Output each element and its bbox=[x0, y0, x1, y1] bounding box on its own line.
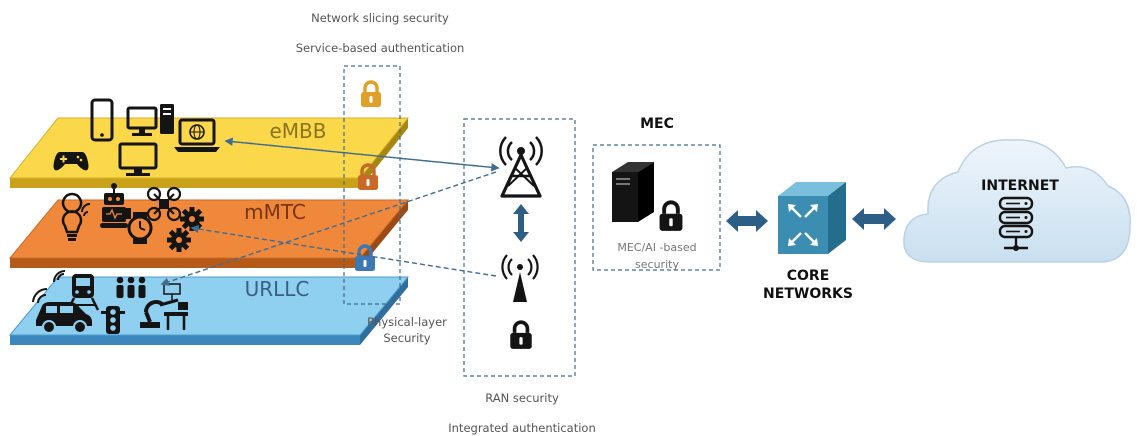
cell-tower-icon bbox=[499, 136, 543, 198]
core-networks-label: NETWORKS bbox=[763, 286, 853, 302]
traffic-light-icon bbox=[101, 306, 125, 334]
mec-box bbox=[592, 144, 721, 271]
robot-arm-icon bbox=[140, 283, 188, 330]
lock-icon bbox=[508, 320, 534, 350]
car-icon bbox=[32, 287, 92, 334]
urllc-label: URLLC bbox=[245, 277, 310, 301]
watch-icon bbox=[127, 212, 153, 244]
laptop-globe-icon bbox=[174, 118, 220, 152]
cloud-icon bbox=[903, 139, 1131, 263]
desktop-icon bbox=[126, 106, 158, 136]
gamepad-icon bbox=[53, 152, 89, 171]
mmtc-label: mMTC bbox=[244, 200, 306, 224]
drone-icon bbox=[146, 186, 182, 222]
integrated-authentication-label: Integrated authentication bbox=[448, 421, 595, 435]
ran-security-box bbox=[463, 118, 576, 377]
mec-ai-security-label-2: security bbox=[635, 258, 679, 271]
ran-link-arrow bbox=[513, 204, 529, 242]
antenna-icon bbox=[501, 254, 539, 302]
service-based-authentication-label: Service-based authentication bbox=[296, 41, 465, 55]
monitor-icon bbox=[118, 142, 158, 176]
core-internet-arrow bbox=[852, 208, 896, 230]
smartphone-icon bbox=[90, 98, 114, 142]
lightbulb-icon bbox=[61, 192, 91, 241]
lock-icon bbox=[657, 200, 685, 232]
mec-core-arrow bbox=[726, 210, 768, 232]
gear-icon bbox=[167, 228, 191, 252]
server-icon bbox=[612, 162, 654, 222]
network-slicing-security-label: Network slicing security bbox=[311, 11, 449, 25]
pc-tower-icon bbox=[160, 104, 174, 134]
physical-layer-label: Physical-layer bbox=[367, 315, 447, 329]
lock-icon bbox=[359, 80, 383, 108]
internet-label: INTERNET bbox=[981, 178, 1059, 194]
router-icon bbox=[778, 182, 846, 254]
embb-label: eMBB bbox=[269, 119, 326, 143]
robot-icon bbox=[100, 183, 131, 228]
people-icon bbox=[116, 276, 146, 298]
physical-layer-security-label: Security bbox=[383, 331, 430, 345]
ran-security-label: RAN security bbox=[485, 391, 559, 405]
slicing-security-box bbox=[343, 65, 401, 305]
core-label: CORE bbox=[787, 268, 830, 284]
mec-ai-security-label: MEC/AI -based bbox=[617, 241, 696, 254]
slice-connections bbox=[160, 137, 500, 286]
mec-label: MEC bbox=[640, 116, 674, 132]
database-server-icon bbox=[998, 196, 1034, 251]
gear-icon bbox=[180, 207, 204, 231]
